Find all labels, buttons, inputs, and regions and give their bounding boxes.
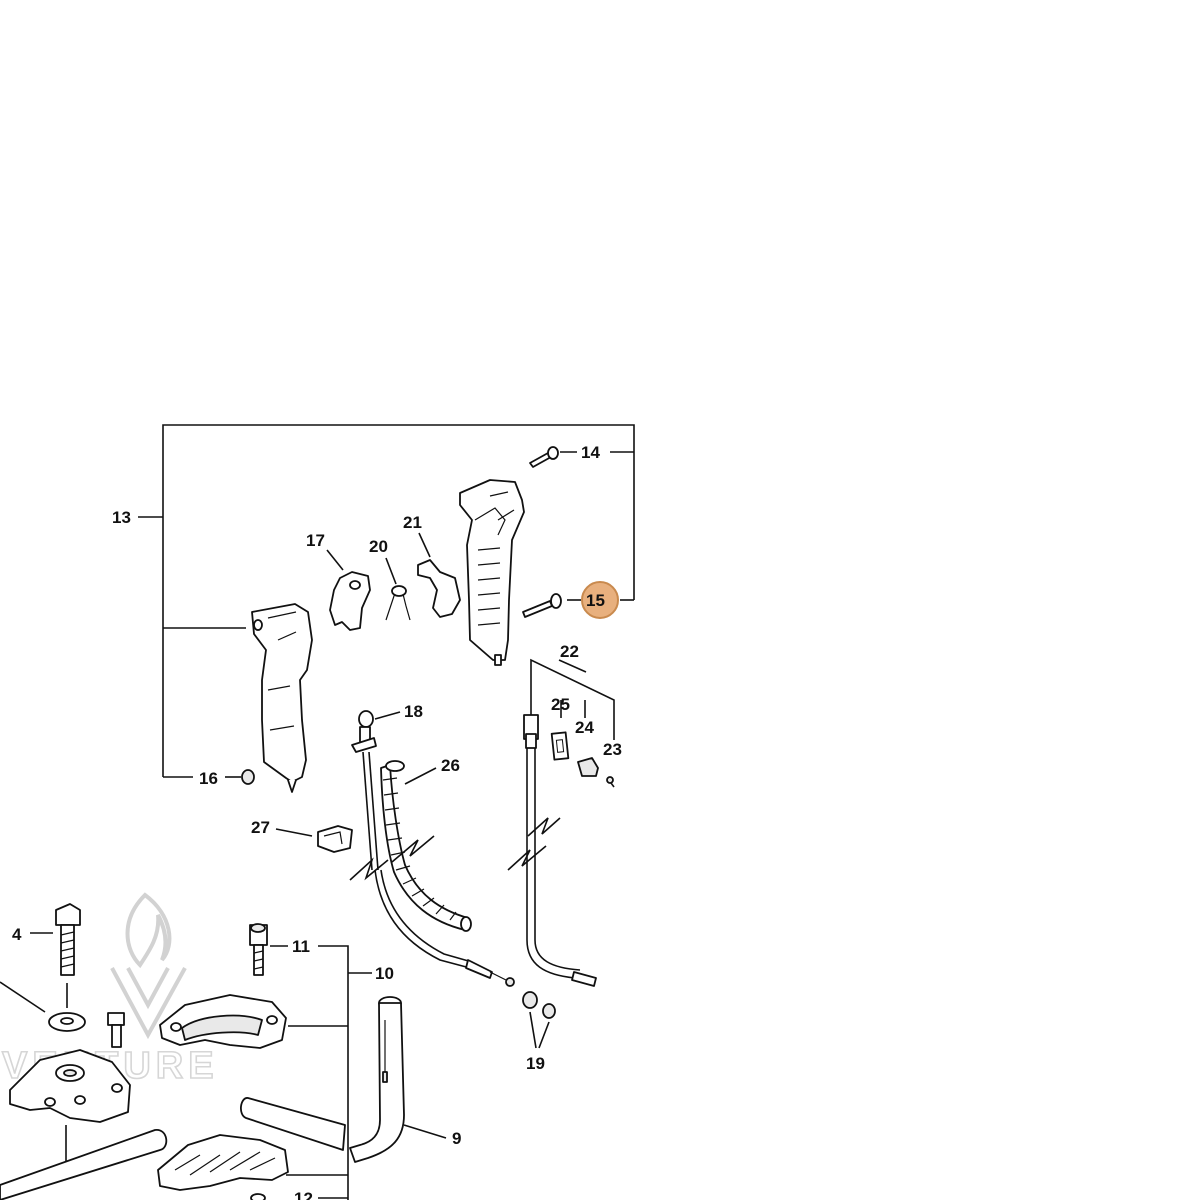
part-clamp-upper bbox=[159, 994, 287, 1049]
callout-13[interactable]: 13 bbox=[112, 508, 131, 527]
part-4-bolt bbox=[30, 903, 81, 976]
callout-17[interactable]: 17 bbox=[306, 531, 325, 550]
part-handle-right-shell bbox=[459, 479, 525, 666]
part-25-insulator bbox=[550, 731, 570, 761]
callout-24[interactable]: 24 bbox=[575, 718, 594, 737]
part-12-clamp bbox=[157, 1134, 289, 1200]
part-15-screw bbox=[522, 593, 581, 618]
callout-15[interactable]: 15 bbox=[586, 591, 605, 610]
callout-27[interactable]: 27 bbox=[251, 818, 270, 837]
callout-11[interactable]: 11 bbox=[292, 937, 310, 956]
callout-19[interactable]: 19 bbox=[526, 1054, 545, 1073]
callout-9[interactable]: 9 bbox=[452, 1129, 461, 1148]
part-washer bbox=[0, 981, 86, 1032]
part-21-trigger bbox=[417, 532, 461, 618]
part-26-conduit bbox=[380, 760, 472, 932]
assembly-13-bracket bbox=[138, 424, 635, 778]
watermark-logo: VENTURE bbox=[1, 892, 214, 1088]
part-grip-bar-upper bbox=[240, 1097, 346, 1151]
part-23-screw bbox=[606, 776, 615, 788]
part-18-throttle-cable bbox=[351, 710, 515, 987]
part-11-bolt bbox=[249, 923, 288, 976]
callout-12[interactable]: 12 bbox=[294, 1189, 313, 1200]
part-24-switch bbox=[577, 757, 599, 777]
callout-16[interactable]: 16 bbox=[199, 769, 218, 788]
part-clamp-lower bbox=[9, 1049, 131, 1165]
part-22-wiring-harness bbox=[523, 658, 615, 987]
part-16-nut bbox=[241, 769, 255, 785]
callout-4[interactable]: 4 bbox=[12, 925, 22, 944]
part-27-clip bbox=[275, 825, 353, 853]
part-14-screw bbox=[529, 446, 577, 468]
callout-21[interactable]: 21 bbox=[403, 513, 422, 532]
part-handle-left bbox=[251, 603, 313, 793]
part-10-bracket bbox=[286, 945, 372, 1200]
part-19-nuts bbox=[522, 991, 556, 1049]
callout-22[interactable]: 22 bbox=[560, 642, 579, 661]
callout-25[interactable]: 25 bbox=[551, 695, 570, 714]
part-grip-bar-lower bbox=[0, 1129, 168, 1200]
callout-15-highlight[interactable] bbox=[581, 581, 619, 619]
callout-18[interactable]: 18 bbox=[404, 702, 423, 721]
callout-26[interactable]: 26 bbox=[441, 756, 460, 775]
callout-10[interactable]: 10 bbox=[375, 964, 394, 983]
callout-20[interactable]: 20 bbox=[369, 537, 388, 556]
part-17-lever bbox=[326, 549, 371, 631]
part-20-spring bbox=[385, 557, 411, 621]
part-9-tube bbox=[349, 996, 447, 1163]
callout-23[interactable]: 23 bbox=[603, 740, 622, 759]
break-marks bbox=[349, 817, 561, 881]
part-small-bolt bbox=[107, 1012, 125, 1048]
callout-14[interactable]: 14 bbox=[581, 443, 600, 462]
